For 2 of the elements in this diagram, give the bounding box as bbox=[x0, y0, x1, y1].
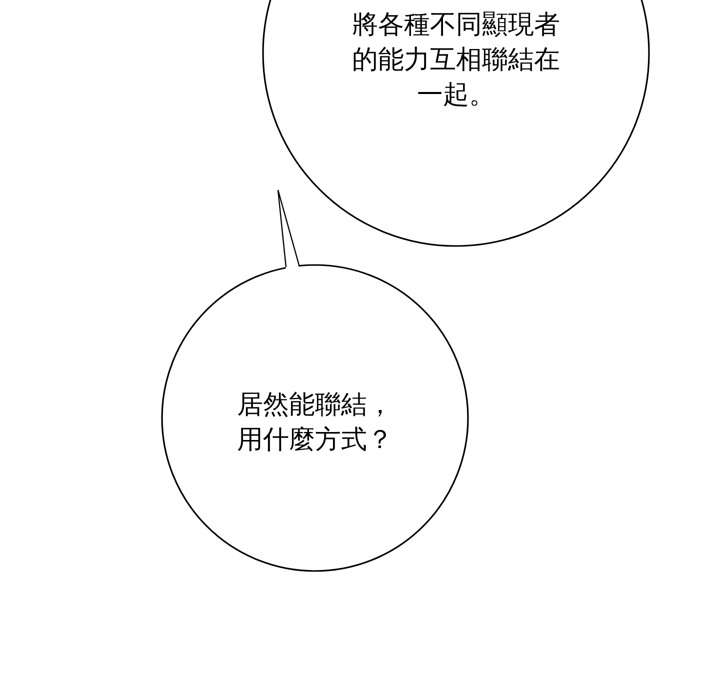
speech-text: 將各種不同顯現者的能力互相聯結在一起。 bbox=[351, 9, 561, 112]
speech-text: 居然能聯結，用什麼方式？ bbox=[236, 389, 394, 458]
